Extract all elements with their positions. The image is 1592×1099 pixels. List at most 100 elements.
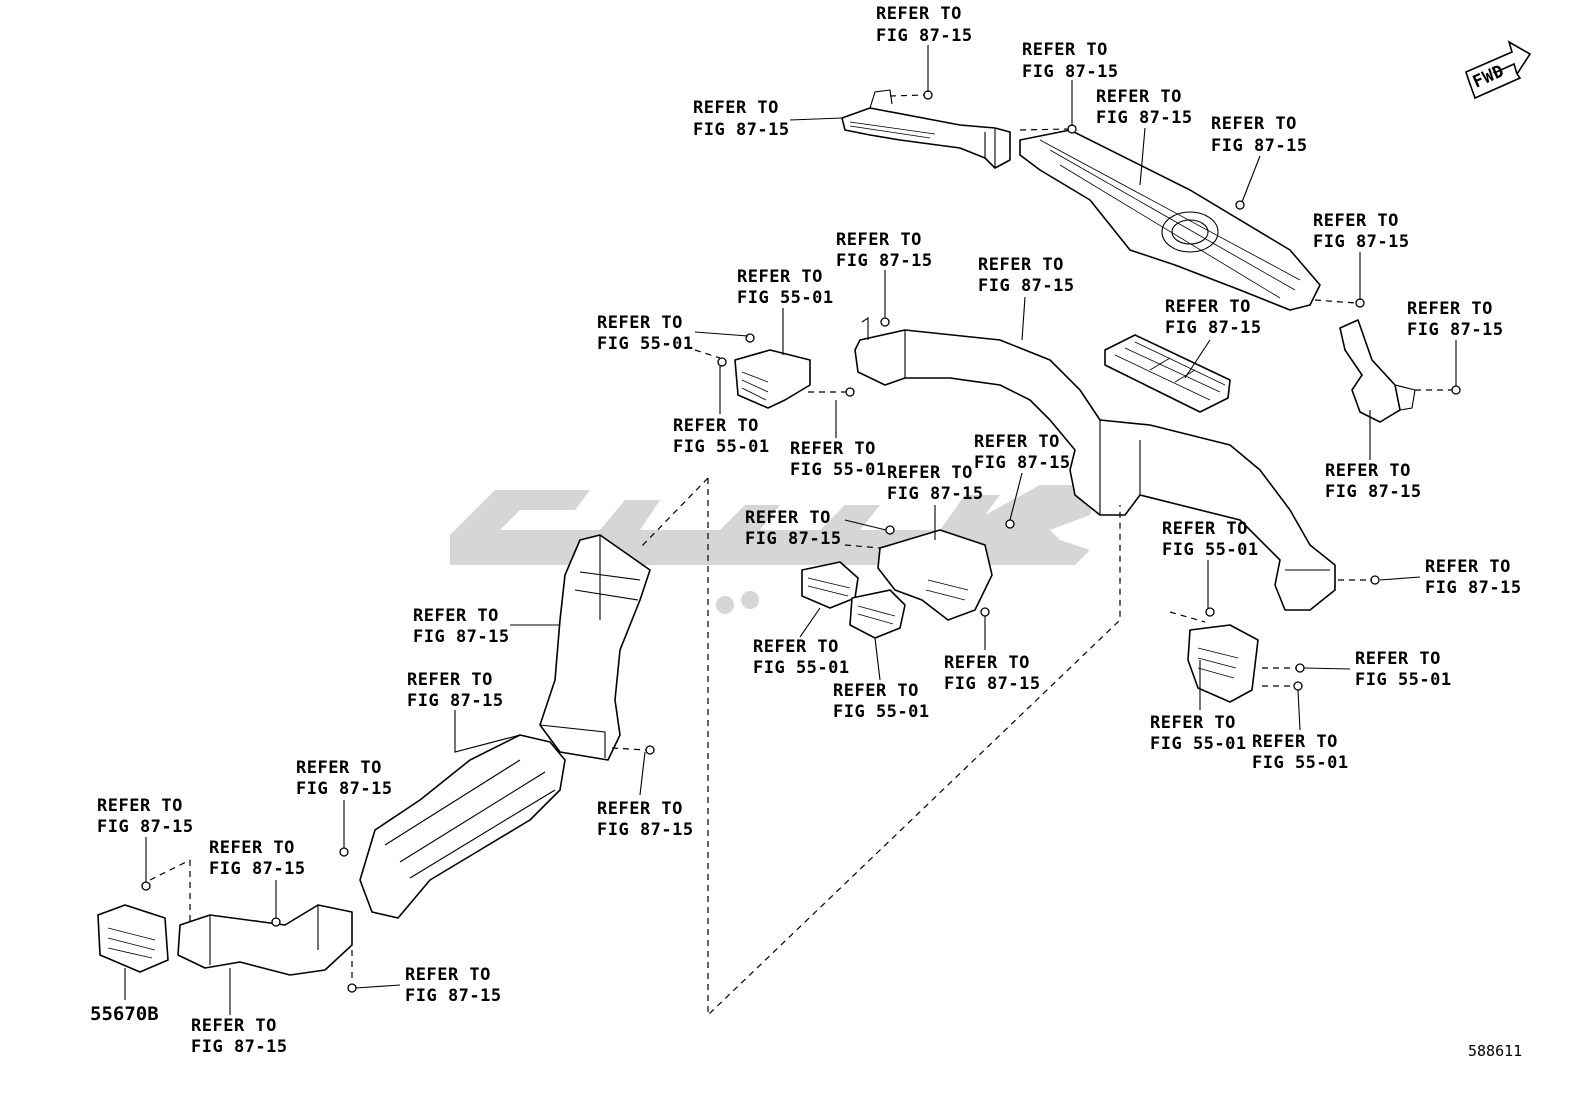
callout-refer-to-fig-87-15-n: REFER TO FIG 87-15 xyxy=(745,508,842,549)
callout-refer-to-fig-87-15-w: REFER TO FIG 87-15 xyxy=(405,965,502,1006)
svg-text:FIG 87-15: FIG 87-15 xyxy=(97,817,194,837)
svg-text:FIG 87-15: FIG 87-15 xyxy=(597,820,694,840)
svg-text:FIG 87-15: FIG 87-15 xyxy=(944,674,1041,694)
callout-refer-to-fig-87-15-x: REFER TO FIG 87-15 xyxy=(191,1016,288,1057)
svg-text:REFER TO: REFER TO xyxy=(1313,211,1399,231)
svg-text:REFER TO: REFER TO xyxy=(833,681,919,701)
svg-text:REFER TO: REFER TO xyxy=(407,670,493,690)
callout-refer-to-fig-55-01-b: REFER TO FIG 55-01 xyxy=(597,313,693,354)
svg-text:FIG 87-15: FIG 87-15 xyxy=(887,484,984,504)
callout-refer-to-fig-87-15-h: REFER TO FIG 87-15 xyxy=(978,255,1074,296)
right-side-duct xyxy=(1339,319,1416,423)
svg-text:FIG 87-15: FIG 87-15 xyxy=(836,251,933,271)
svg-text:REFER TO: REFER TO xyxy=(597,313,683,333)
upper-side-duct xyxy=(841,89,1011,169)
svg-text:FIG 87-15: FIG 87-15 xyxy=(407,691,504,711)
svg-text:FIG 87-15: FIG 87-15 xyxy=(1425,578,1522,598)
svg-text:REFER TO: REFER TO xyxy=(1355,649,1441,669)
callout-refer-to-fig-87-15-j: REFER TO FIG 87-15 xyxy=(1407,299,1503,340)
callout-refer-to-fig-55-01-a: REFER TO FIG 55-01 xyxy=(737,267,834,308)
callout-refer-to-fig-87-15-b: REFER TO FIG 87-15 xyxy=(1022,40,1119,82)
callout-refer-to-fig-87-15-l: REFER TO FIG 87-15 xyxy=(887,463,984,504)
svg-text:FIG 87-15: FIG 87-15 xyxy=(1313,232,1410,252)
svg-text:FIG 55-01: FIG 55-01 xyxy=(1252,753,1349,773)
callout-refer-to-fig-87-15-i: REFER TO FIG 87-15 xyxy=(1165,297,1261,338)
callout-refer-to-fig-55-01-h: REFER TO FIG 55-01 xyxy=(833,681,930,722)
svg-text:FIG 87-15: FIG 87-15 xyxy=(1325,482,1422,502)
svg-text:REFER TO: REFER TO xyxy=(1325,461,1411,481)
upper-left-register xyxy=(734,349,811,409)
svg-text:REFER TO: REFER TO xyxy=(1096,87,1182,107)
svg-text:REFER TO: REFER TO xyxy=(296,758,382,778)
svg-text:FIG 55-01: FIG 55-01 xyxy=(673,437,770,457)
callout-refer-to-fig-87-15-r: REFER TO FIG 87-15 xyxy=(407,670,504,711)
callout-refer-to-fig-87-15-g: REFER TO FIG 87-15 xyxy=(836,230,933,271)
svg-text:REFER TO: REFER TO xyxy=(405,965,491,985)
svg-text:FIG 55-01: FIG 55-01 xyxy=(737,288,834,308)
callout-refer-to-fig-87-15-s: REFER TO FIG 87-15 xyxy=(296,758,392,799)
callout-refer-to-fig-87-15-k: REFER TO FIG 87-15 xyxy=(974,432,1071,473)
callout-refer-to-fig-87-15-o: REFER TO FIG 87-15 xyxy=(1425,557,1522,598)
callout-refer-to-fig-55-01-c: REFER TO FIG 55-01 xyxy=(673,416,770,457)
fwd-arrow-icon: FWD xyxy=(1465,40,1532,100)
svg-text:FIG 87-15: FIG 87-15 xyxy=(191,1037,288,1057)
svg-text:FIG 87-15: FIG 87-15 xyxy=(745,529,842,549)
part-number-label: 55670B xyxy=(90,1003,159,1025)
svg-text:REFER TO: REFER TO xyxy=(887,463,973,483)
svg-text:REFER TO: REFER TO xyxy=(1211,114,1297,134)
svg-text:REFER TO: REFER TO xyxy=(737,267,823,287)
left-lower-main-duct xyxy=(359,734,566,919)
callout-refer-to-fig-87-15-q: REFER TO FIG 87-15 xyxy=(944,653,1041,694)
callout-refer-to-fig-55-01-j: REFER TO FIG 55-01 xyxy=(1252,732,1349,773)
svg-text:FIG 87-15: FIG 87-15 xyxy=(1096,108,1193,128)
center-register-cluster xyxy=(801,529,993,639)
svg-text:REFER TO: REFER TO xyxy=(1165,297,1251,317)
svg-text:REFER TO: REFER TO xyxy=(673,416,759,436)
svg-text:REFER TO: REFER TO xyxy=(876,4,962,24)
lower-left-duct xyxy=(177,904,353,976)
svg-text:REFER TO: REFER TO xyxy=(1162,519,1248,539)
callout-refer-to-fig-87-15-d: REFER TO FIG 87-15 xyxy=(693,98,790,140)
svg-text:FIG 55-01: FIG 55-01 xyxy=(1150,734,1247,754)
svg-text:FIG 87-15: FIG 87-15 xyxy=(876,26,973,46)
callout-refer-to-fig-87-15-p: REFER TO FIG 87-15 xyxy=(413,606,509,647)
callout-refer-to-fig-87-15-t: REFER TO FIG 87-15 xyxy=(597,799,694,840)
illustration-id: 588611 xyxy=(1468,1042,1522,1060)
svg-text:REFER TO: REFER TO xyxy=(1150,713,1236,733)
svg-text:FIG 87-15: FIG 87-15 xyxy=(1022,62,1119,82)
callout-refer-to-fig-87-15-f: REFER TO FIG 87-15 xyxy=(1313,211,1410,252)
svg-text:REFER TO: REFER TO xyxy=(1425,557,1511,577)
watermark-logo xyxy=(450,485,1100,614)
svg-text:FIG 87-15: FIG 87-15 xyxy=(1211,136,1308,156)
svg-text:REFER TO: REFER TO xyxy=(97,796,183,816)
callout-refer-to-fig-87-15-v: REFER TO FIG 87-15 xyxy=(209,838,306,879)
callout-refer-to-fig-55-01-d: REFER TO FIG 55-01 xyxy=(790,439,886,480)
svg-text:REFER TO: REFER TO xyxy=(974,432,1060,452)
svg-text:FIG 55-01: FIG 55-01 xyxy=(753,658,850,678)
center-register-duct xyxy=(1019,129,1321,311)
svg-text:FIG 87-15: FIG 87-15 xyxy=(405,986,502,1006)
callout-refer-to-fig-55-01-i: REFER TO FIG 55-01 xyxy=(1150,713,1247,754)
svg-text:FIG 87-15: FIG 87-15 xyxy=(693,120,790,140)
callout-refer-to-fig-87-15-u: REFER TO FIG 87-15 xyxy=(97,796,194,837)
middle-main-duct xyxy=(854,316,1336,611)
svg-text:REFER TO: REFER TO xyxy=(1022,40,1108,60)
svg-text:REFER TO: REFER TO xyxy=(1252,732,1338,752)
svg-text:REFER TO: REFER TO xyxy=(753,637,839,657)
svg-text:REFER TO: REFER TO xyxy=(191,1016,277,1036)
svg-text:REFER TO: REFER TO xyxy=(978,255,1064,275)
callout-refer-to-fig-87-15-a: REFER TO FIG 87-15 xyxy=(876,4,973,46)
svg-text:FIG 87-15: FIG 87-15 xyxy=(974,453,1071,473)
svg-text:FIG 87-15: FIG 87-15 xyxy=(209,859,306,879)
svg-text:FIG 55-01: FIG 55-01 xyxy=(833,702,930,722)
right-lower-register xyxy=(1187,624,1259,703)
svg-text:FIG 55-01: FIG 55-01 xyxy=(1355,670,1452,690)
callout-refer-to-fig-55-01-e: REFER TO FIG 55-01 xyxy=(1162,519,1259,560)
svg-text:REFER TO: REFER TO xyxy=(1407,299,1493,319)
svg-text:REFER TO: REFER TO xyxy=(745,508,831,528)
callout-refer-to-fig-87-15-c: REFER TO FIG 87-15 xyxy=(1096,87,1193,128)
svg-text:REFER TO: REFER TO xyxy=(790,439,876,459)
svg-text:REFER TO: REFER TO xyxy=(209,838,295,858)
svg-text:FIG 55-01: FIG 55-01 xyxy=(1162,540,1259,560)
